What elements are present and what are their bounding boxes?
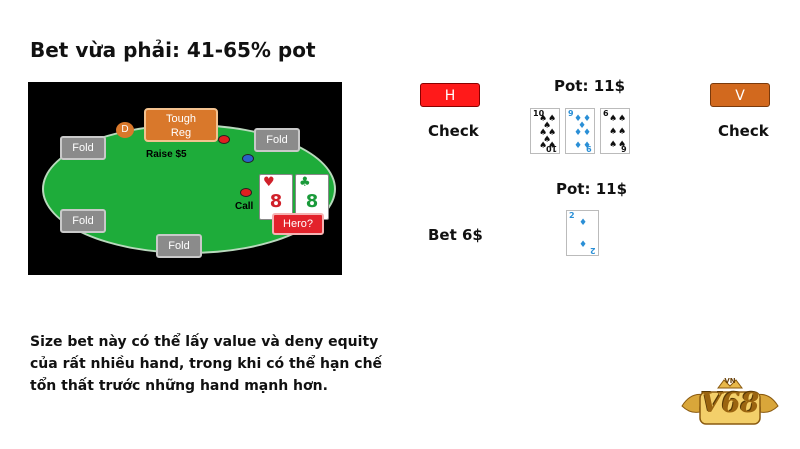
spade-icon: ♠ [609,127,618,137]
flop-card: 9 ♦ ♦ ♦ ♦ ♦ ♦ ♦ 9 [565,108,595,154]
club-icon: ♣ [299,175,311,190]
v-action: Check [718,122,769,140]
spade-icon: ♠ [543,121,552,131]
spade-icon: ♠ [539,114,548,124]
villain-seat: Tough Reg [144,108,218,142]
heart-icon: ♥ [263,175,275,190]
spade-icon: ♠ [548,141,557,151]
spade-icon: ♠ [618,114,627,124]
chip-icon [240,188,252,197]
description-text: Size bet này có thể lấy value và deny eq… [30,334,383,394]
diamond-icon: ♦ [579,218,588,228]
wings-icon [681,379,779,425]
turn-card: 2 ♦ ♦ 2 [566,210,599,256]
flop-card: 10 ♠ ♠ ♠ ♠ ♠ ♠ ♠ ♠ 10 [530,108,560,154]
logo-small-text: VN [724,377,736,385]
diamond-icon: ♦ [583,128,592,138]
diamond-icon: ♦ [574,114,583,124]
diamond-icon: ♦ [578,121,587,131]
h-bet-action: Bet 6$ [428,226,483,244]
poker-table-image: Tough Reg D Fold Fold Fold Fold Raise $5… [28,82,342,275]
spade-icon: ♠ [548,114,557,124]
spade-icon: ♠ [609,140,618,150]
call-label: Call [235,201,254,212]
hero-card: ♥ 8 [259,174,293,220]
flop-pot: Pot: 11$ [554,77,626,95]
page-title: Bet vừa phải: 41-65% pot [30,38,316,62]
seat-fold: Fold [60,136,106,160]
player-h-badge: H [420,83,480,107]
spade-icon: ♠ [548,128,557,138]
diamond-icon: ♦ [574,141,583,151]
spade-icon: ♠ [543,135,552,145]
diamond-icon: ♦ [583,114,592,124]
diamond-icon: ♦ [579,240,588,250]
spade-icon: ♠ [539,141,548,151]
player-v-badge: V [710,83,770,107]
v68-logo: V68 VN [678,376,782,438]
diamond-icon: ♦ [574,128,583,138]
turn-pot: Pot: 11$ [556,180,628,198]
logo-text: V68 [700,388,760,419]
diamond-icon: ♦ [583,141,592,151]
spade-icon: ♠ [618,140,627,150]
spade-icon: ♠ [609,114,618,124]
chip-icon [242,154,254,163]
spade-icon: ♠ [618,127,627,137]
flop-card: 6 ♠ ♠ ♠ ♠ ♠ ♠ 6 [600,108,630,154]
seat-fold: Fold [254,128,300,152]
raise-label: Raise $5 [146,149,187,160]
hero-card: ♣ 8 [295,174,329,220]
hero-seat: Hero? [272,213,324,235]
seat-fold: Fold [60,209,106,233]
h-action: Check [428,122,479,140]
spade-icon: ♠ [539,128,548,138]
seat-fold: Fold [156,234,202,258]
chip-icon [218,135,230,144]
dealer-button: D [116,122,134,138]
